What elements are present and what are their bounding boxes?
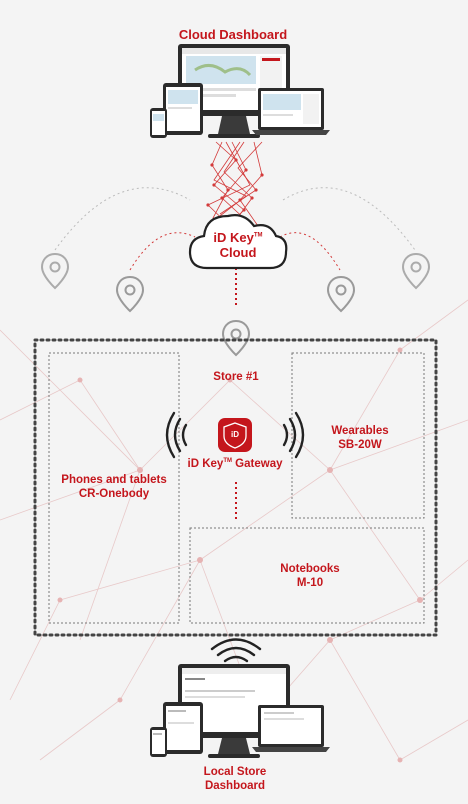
laptop-icon [252, 88, 330, 135]
signal-waves-icon [165, 411, 305, 459]
store-boundary [33, 338, 438, 637]
zone-phones [48, 352, 180, 624]
phone-icon [150, 108, 167, 138]
tablet-icon [163, 702, 203, 754]
store-label: Store #1 [213, 371, 259, 383]
phone-icon [150, 727, 167, 757]
cloud-dashboard-title: Cloud Dashboard [178, 27, 288, 42]
tablet-icon [163, 83, 203, 135]
shield-icon [218, 418, 252, 452]
zone-notebooks [189, 527, 425, 624]
zone-wearables [291, 352, 425, 519]
laptop-icon [252, 705, 330, 752]
cloud-label: iD KeyTM Cloud [213, 230, 263, 260]
gateway-label: iD KeyTM Gateway [187, 458, 283, 470]
wifi-icon [210, 638, 262, 663]
gateway-app-icon-text: iD [231, 430, 239, 439]
